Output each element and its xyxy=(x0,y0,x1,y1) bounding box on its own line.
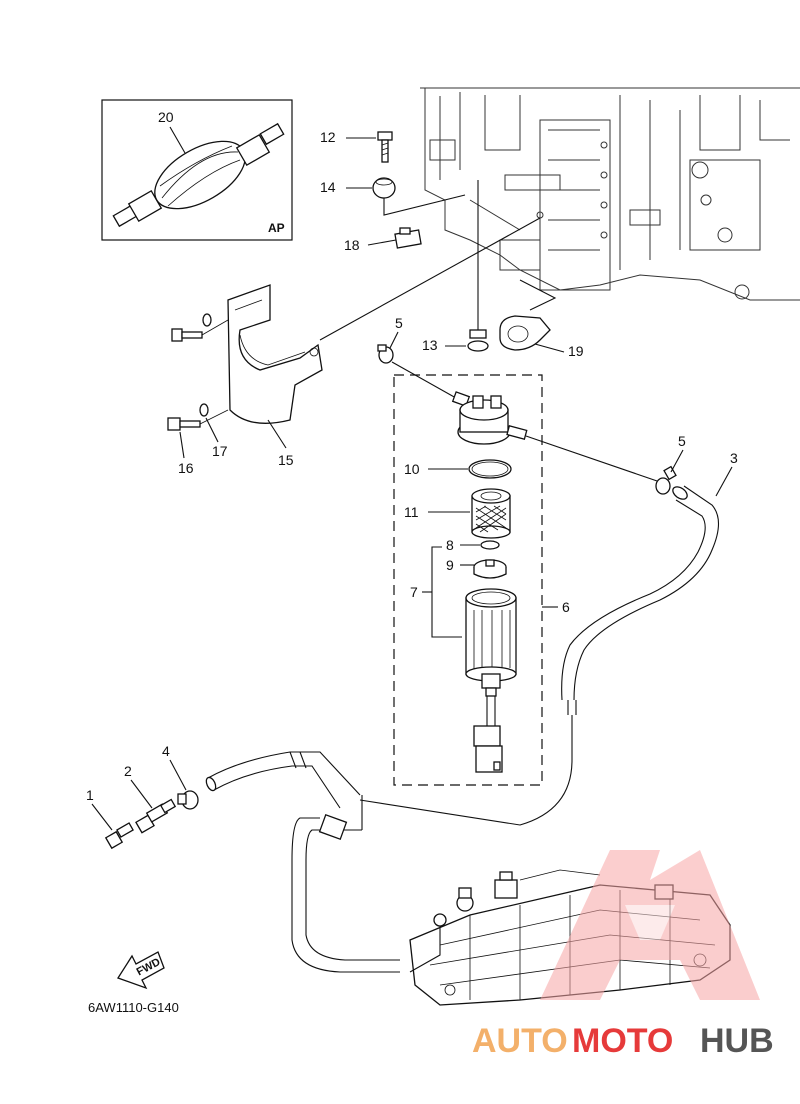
label-11: 11 xyxy=(404,504,419,520)
hose-to-vst xyxy=(291,795,400,973)
watermark-text: AUTO MOTO HUB xyxy=(472,1022,774,1060)
primer-bulb-part xyxy=(112,122,285,228)
joint-2 xyxy=(135,798,177,834)
label-3: 3 xyxy=(730,450,738,466)
label-9: 9 xyxy=(446,557,454,573)
washer-17 xyxy=(199,403,209,417)
label-19: 19 xyxy=(568,343,584,359)
screw-1 xyxy=(104,822,134,850)
watermark-auto: AUTO xyxy=(472,1022,568,1060)
bolt-16 xyxy=(167,417,201,431)
label-18: 18 xyxy=(344,237,360,253)
o-ring-10 xyxy=(468,459,512,479)
label-6: 6 xyxy=(562,599,570,615)
connector-18 xyxy=(394,227,422,249)
label-1: 1 xyxy=(86,787,94,803)
diagram-code: 6AW1110-G140 xyxy=(88,1000,179,1015)
hose-lower xyxy=(205,751,361,809)
label-12: 12 xyxy=(320,129,336,145)
hose-clip-5-left xyxy=(377,344,394,364)
label-2: 2 xyxy=(124,763,132,779)
fuel-hose-3 xyxy=(561,485,720,715)
label-4: 4 xyxy=(162,743,170,759)
label-8: 8 xyxy=(446,537,454,553)
washer-upper-17 xyxy=(202,313,212,327)
watermark-triangle-icon xyxy=(540,850,760,1000)
bolt-13 xyxy=(467,329,489,352)
label-13: 13 xyxy=(422,337,438,353)
label-10: 10 xyxy=(404,461,420,477)
watermark-hub: HUB xyxy=(700,1022,774,1060)
watermark-moto: MOTO xyxy=(572,1022,673,1060)
hose-clip-4 xyxy=(177,790,199,810)
grommet-14 xyxy=(372,177,396,199)
watermark-logo xyxy=(540,850,760,1000)
label-20: 20 xyxy=(158,109,174,125)
inset-tag: AP xyxy=(268,221,285,235)
filter-head xyxy=(451,391,528,445)
primer-bulb-inset: 20 AP xyxy=(101,99,293,241)
filter-cup-7 xyxy=(465,588,517,773)
label-7: 7 xyxy=(410,584,418,600)
label-5-right: 5 xyxy=(678,433,686,449)
label-17: 17 xyxy=(212,443,228,459)
filter-element-11 xyxy=(471,488,511,539)
filter-assembly-box xyxy=(393,374,543,786)
bolt-12 xyxy=(377,131,393,163)
o-ring-8 xyxy=(480,540,500,550)
float-9 xyxy=(473,559,507,579)
fwd-arrow-icon: FWD xyxy=(117,951,165,990)
label-15: 15 xyxy=(278,452,294,468)
clamp-19 xyxy=(499,315,551,351)
bracket-15 xyxy=(227,284,323,424)
engine-block-drawing xyxy=(420,87,800,301)
label-5-left: 5 xyxy=(395,315,403,331)
hose-clip-5-right xyxy=(655,465,677,495)
bolt-upper-16 xyxy=(171,328,203,342)
label-14: 14 xyxy=(320,179,336,195)
label-16: 16 xyxy=(178,460,194,476)
